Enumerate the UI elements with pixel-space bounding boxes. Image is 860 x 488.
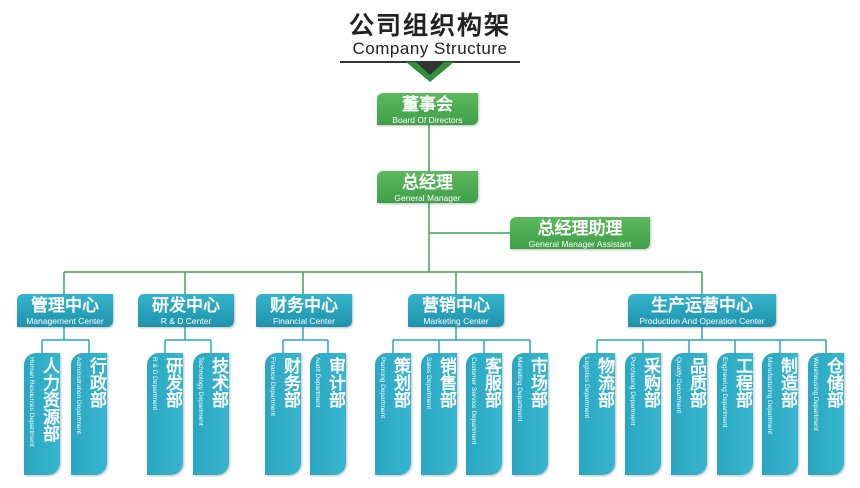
node-sublabel: Marketing Center (423, 316, 489, 326)
dept-label: 销售部 (436, 357, 456, 408)
dept-sublabel: Sales Department (425, 357, 432, 410)
dept-customer-service: Customer Service Department 客服部 (466, 353, 502, 475)
dept-label: 行政部 (86, 357, 106, 408)
dept-rd: R & D Department 研发部 (147, 353, 183, 475)
node-marketing-center: 营销中心 Marketing Center (408, 294, 504, 327)
node-management-center: 管理中心 Management Center (17, 294, 113, 327)
dept-sublabel: Manufacturing Department (766, 357, 773, 434)
dept-label: 研发部 (162, 357, 182, 408)
dept-sublabel: Finance Department (269, 357, 276, 416)
node-rd-center: 研发中心 R & D Center (138, 294, 234, 327)
dept-quality: Quality Department 品质部 (671, 353, 707, 475)
node-label: 财务中心 (270, 296, 338, 316)
node-sublabel: Management Center (26, 316, 104, 326)
node-label: 管理中心 (31, 296, 99, 316)
dept-purchasing: Purchasing Department 采购部 (625, 353, 661, 475)
node-production-operation-center: 生产运营中心 Production And Operation Center (628, 294, 776, 327)
node-label: 营销中心 (422, 296, 490, 316)
node-general-manager: 总经理 General Manager (377, 171, 478, 203)
node-general-manager-assistant: 总经理助理 General Manager Assistant (510, 217, 650, 249)
page-title: 公司组织构架 (348, 11, 511, 40)
dept-warehousing: Warehousing Department 仓储部 (808, 353, 844, 475)
node-sublabel: General Manager (394, 193, 461, 203)
dept-logistics: Logistics Department 物流部 (579, 353, 615, 475)
dept-label: 仓储部 (823, 357, 843, 408)
dept-marketing: Marketing Department 市场部 (512, 353, 548, 475)
dept-sublabel: Customer Service Department (470, 357, 477, 445)
dept-label: 技术部 (208, 357, 228, 408)
node-financial-center: 财务中心 Financial Center (256, 294, 352, 327)
node-label: 总经理 (402, 173, 453, 193)
node-label: 研发中心 (152, 296, 220, 316)
dept-label: 财务部 (280, 357, 300, 408)
dept-label: 工程部 (732, 357, 752, 408)
dept-sublabel: Engineering Department (721, 357, 728, 428)
dept-sales: Sales Department 销售部 (421, 353, 457, 475)
dept-label: 客服部 (481, 357, 501, 408)
node-board-of-directors: 董事会 Board Of Directors (377, 93, 478, 125)
dept-sublabel: Warehousing Department (812, 357, 819, 431)
node-sublabel: General Manager Assistant (528, 239, 632, 249)
dept-technology: Technology Department 技术部 (193, 353, 229, 475)
dept-sublabel: Audit Department (314, 357, 321, 408)
dept-sublabel: Administration Department (75, 357, 82, 434)
dept-sublabel: R & D Department (151, 357, 158, 411)
node-sublabel: R & D Center (160, 316, 212, 326)
node-label: 总经理助理 (537, 219, 623, 239)
dept-label: 市场部 (527, 357, 547, 408)
down-arrow-icon (406, 62, 454, 82)
node-sublabel: Board Of Directors (392, 115, 463, 125)
node-sublabel: Financial Center (273, 316, 335, 326)
node-label: 生产运营中心 (651, 296, 753, 316)
dept-label: 物流部 (594, 357, 614, 408)
dept-label: 审计部 (325, 357, 345, 408)
node-label: 董事会 (402, 95, 453, 115)
dept-sublabel: Planning Department (379, 357, 386, 419)
dept-sublabel: Human Resources Department (28, 357, 35, 447)
dept-label: 采购部 (640, 357, 660, 408)
dept-label: 品质部 (686, 357, 706, 408)
dept-sublabel: Purchasing Department (629, 357, 636, 426)
dept-sublabel: Quality Department (675, 357, 682, 413)
dept-label: 策划部 (390, 357, 410, 408)
dept-sublabel: Logistics Department (583, 357, 590, 419)
dept-sublabel: Technology Department (197, 357, 204, 426)
dept-planning: Planning Department 策划部 (375, 353, 411, 475)
dept-label: 制造部 (777, 357, 797, 408)
dept-label: 人力资源部 (39, 357, 59, 442)
dept-human-resources: Human Resources Department 人力资源部 (24, 353, 60, 475)
dept-engineering: Engineering Department 工程部 (717, 353, 753, 475)
page-subtitle: Company Structure (352, 39, 508, 58)
dept-manufacturing: Manufacturing Department 制造部 (762, 353, 798, 475)
dept-administration: Administration Department 行政部 (71, 353, 107, 475)
dept-sublabel: Marketing Department (516, 357, 523, 422)
node-sublabel: Production And Operation Center (639, 316, 765, 326)
dept-audit: Audit Department 审计部 (310, 353, 346, 475)
dept-finance: Finance Department 财务部 (265, 353, 301, 475)
